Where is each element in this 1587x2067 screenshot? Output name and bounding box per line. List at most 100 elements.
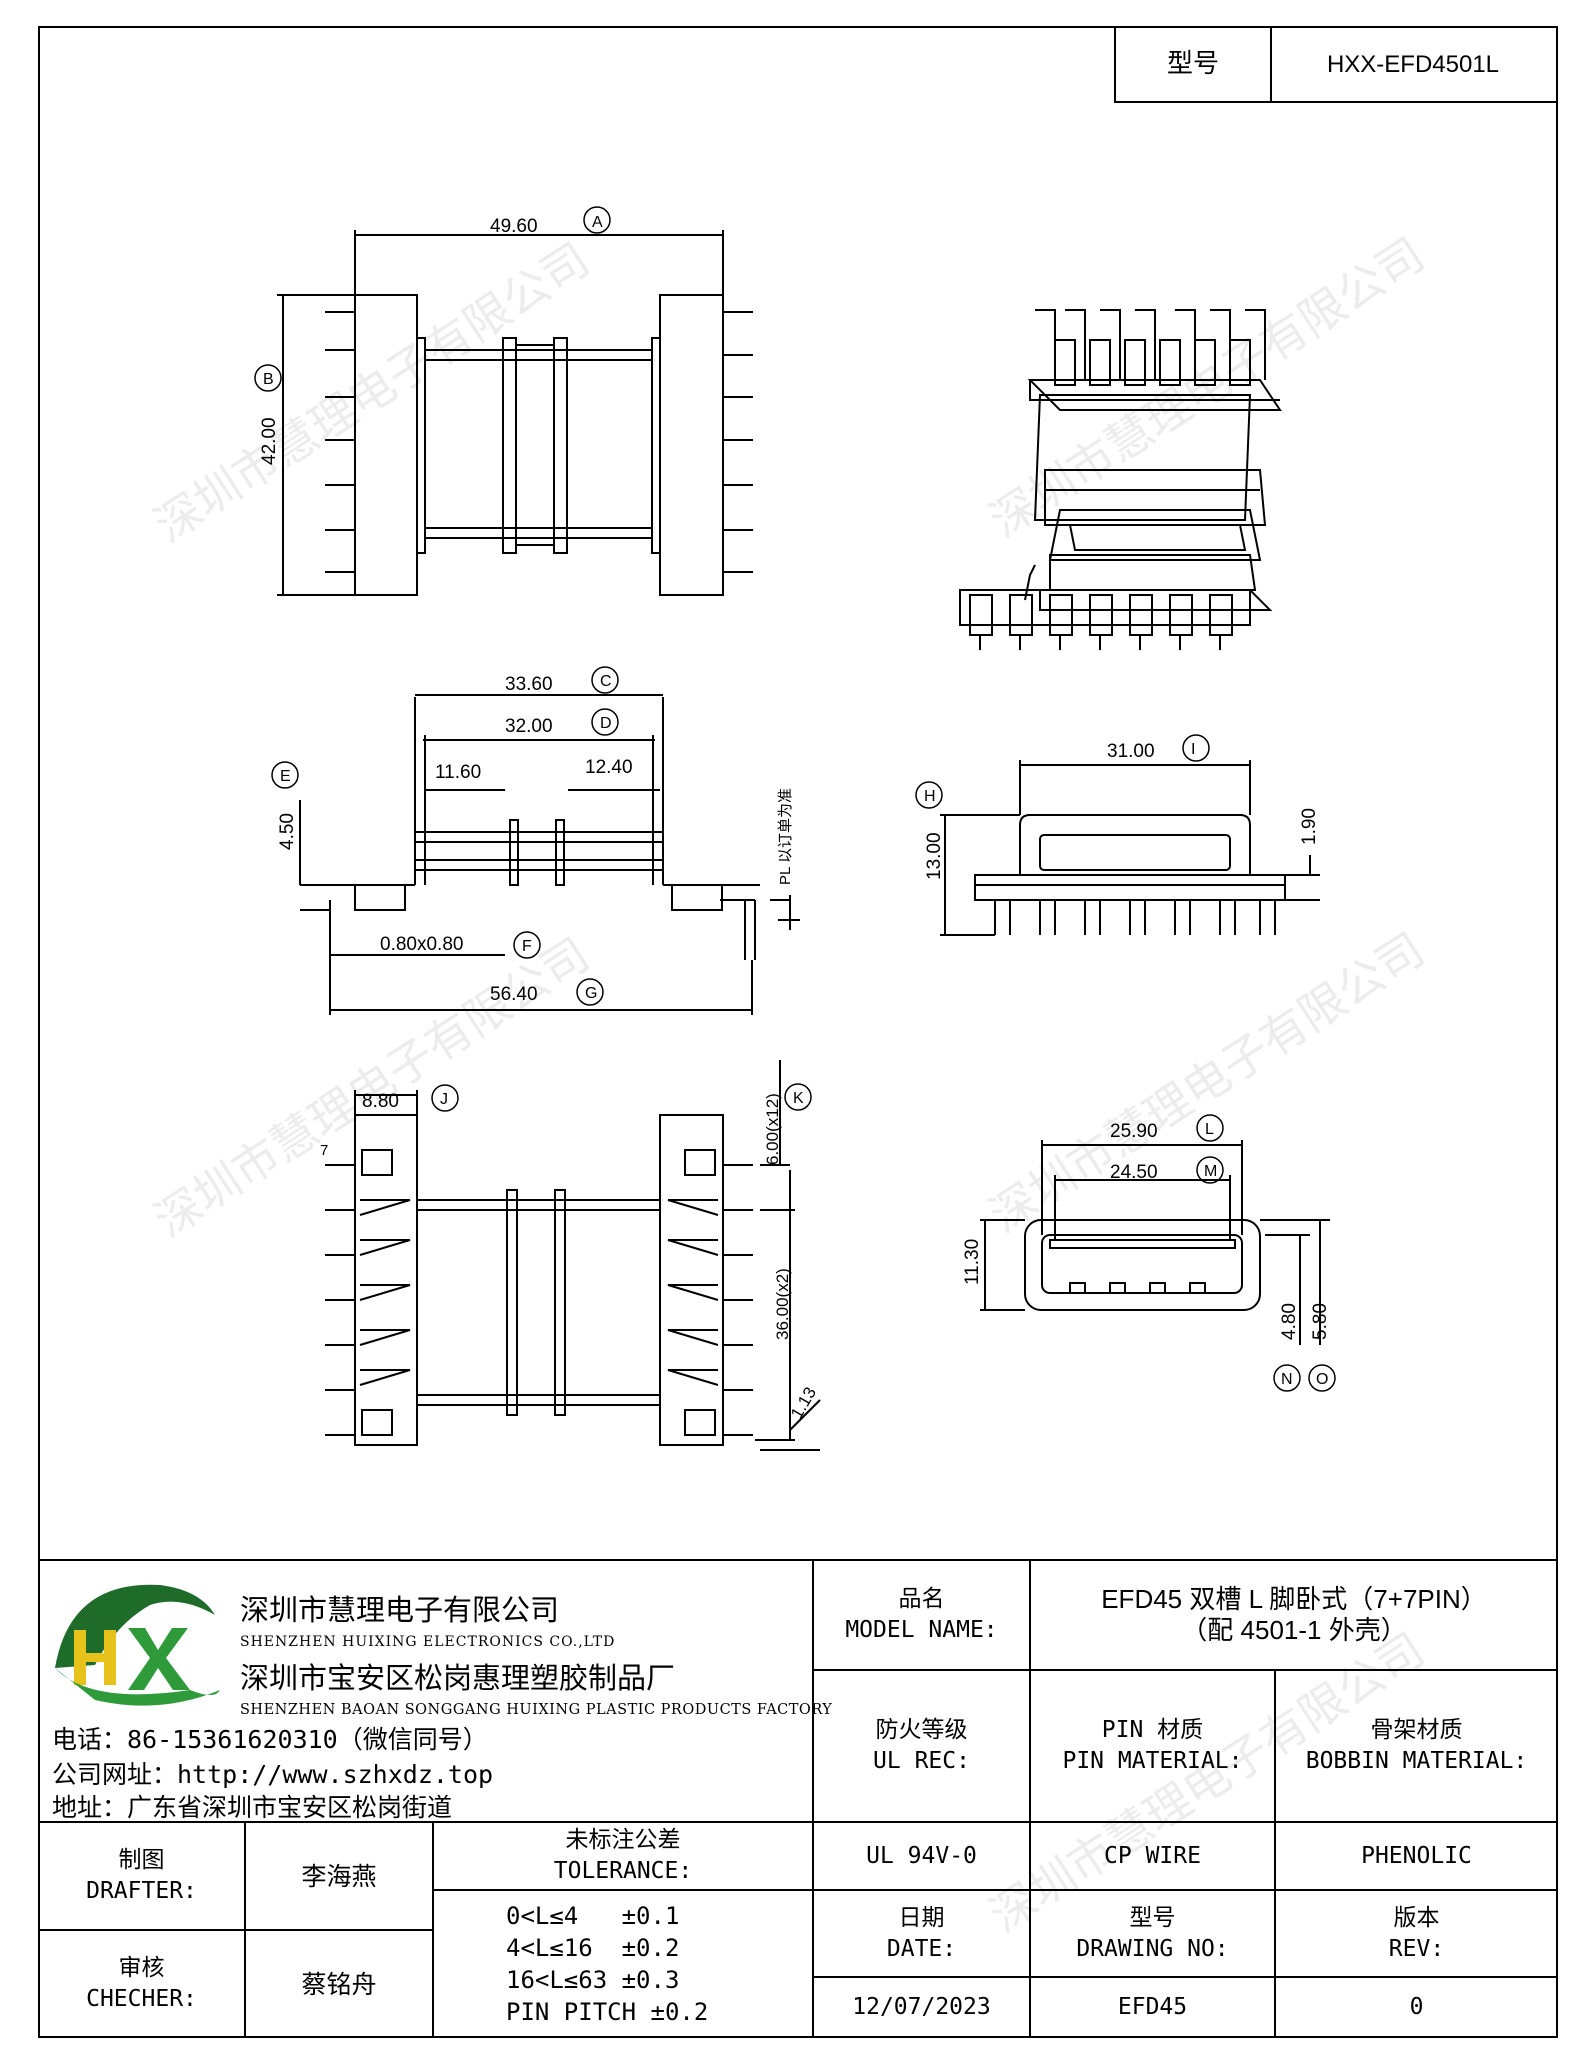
fire-rating-value-text: UL 94V-0 <box>866 1842 977 1869</box>
drawing-no-label-cn: 型号 <box>1129 1904 1176 1931</box>
bobbin-material-label-cn: 骨架材质 <box>1370 1717 1463 1743</box>
company-phone: 电话：86-15361620310（微信同号） <box>52 1725 488 1754</box>
drafter-value-text: 李海燕 <box>301 1861 377 1891</box>
marker-d: D <box>600 715 612 732</box>
dim-m-text: 24.50 <box>1110 1162 1158 1183</box>
tolerance-label-en: TOLERANCE: <box>553 1858 693 1884</box>
dimension-markers <box>254 206 1336 1392</box>
marker-n: N <box>1281 1371 1293 1388</box>
dim-w1-text: 11.60 <box>435 762 481 783</box>
top-view <box>277 230 753 596</box>
iso-top-pins <box>1029 309 1280 401</box>
model-value-text: HXX-EFD4501L <box>1326 51 1500 78</box>
marker-f: F <box>522 938 532 955</box>
date-label: 日期 DATE: <box>813 1890 1030 1977</box>
model-name-value: EFD45 双槽 L 脚卧式（7+7PIN） （配 4501-1 外壳） <box>1030 1560 1558 1670</box>
company-name-2: 深圳市宝安区松岗惠理塑胶制品厂 <box>240 1661 676 1695</box>
dim-j-text: 8.80 <box>362 1091 399 1112</box>
bobbin-material-label: 骨架材质 BOBBIN MATERIAL: <box>1275 1670 1558 1822</box>
tolerance-row: PIN PITCH ±0.2 <box>506 1998 709 2026</box>
tolerance-values: 0<L≤4 ±0.1 4<L≤16 ±0.2 16<L≤63 ±0.3 PIN … <box>433 1890 813 2038</box>
dim-h-text: 13.00 <box>924 832 945 880</box>
hatch-band <box>1049 1239 1236 1249</box>
company-name-1: 深圳市慧理电子有限公司 <box>240 1593 560 1627</box>
checker-label: 审核 CHECHER: <box>38 1930 245 2038</box>
drafter-label: 制图 DRAFTER: <box>38 1822 245 1930</box>
dim-b-text: 42.00 <box>259 417 280 465</box>
dim-o-text: 5.80 <box>1310 1303 1331 1340</box>
revision-value: 0 <box>1275 1977 1558 2038</box>
side-view <box>299 694 800 1015</box>
dim-h2-text: 11.30 <box>962 1239 983 1285</box>
fire-rating-label-cn: 防火等级 <box>875 1717 968 1743</box>
marker-b: B <box>263 371 274 388</box>
pin-material-value: CP WIRE <box>1030 1822 1275 1890</box>
dim-g-text: 56.40 <box>490 984 538 1005</box>
marker-h: H <box>924 788 936 805</box>
checker-label-cn: 审核 <box>118 1955 165 1981</box>
bobbin-material-value: PHENOLIC <box>1275 1822 1558 1890</box>
model-name-label: 品名 MODEL NAME: <box>813 1560 1030 1670</box>
company-name-1-en: SHENZHEN HUIXING ELECTRONICS CO.,LTD <box>240 1634 616 1650</box>
dim-pl-text: PL 以订单为准 <box>777 788 794 885</box>
date-label-cn: 日期 <box>898 1904 945 1931</box>
marker-m: M <box>1204 1163 1217 1180</box>
marker-e: E <box>280 768 291 785</box>
marker-c: C <box>600 673 612 690</box>
tolerance-row: 4<L≤16 ±0.2 <box>506 1934 680 1962</box>
tolerance-label-cn: 未标注公差 <box>565 1827 681 1853</box>
revision-value-text: 0 <box>1409 1994 1424 2020</box>
dim-k-text: 6.00(x12) <box>763 1093 782 1165</box>
pin-material-label: PIN 材质 PIN MATERIAL: <box>1030 1670 1275 1822</box>
dimension-texts: 49.60 A 42.00 B 33.60 C 32.00 D 4.50 E 1… <box>259 214 1331 1422</box>
dim-h1-text: 1.90 <box>1299 808 1320 845</box>
date-value: 12/07/2023 <box>813 1977 1030 2038</box>
model-name-value-line2: （配 4501-1 外壳） <box>1181 1615 1407 1645</box>
isometric-view <box>959 309 1282 650</box>
top-view-pins-right <box>723 311 753 573</box>
tolerance-label: 未标注公差 TOLERANCE: <box>433 1822 813 1890</box>
marker-g: G <box>585 985 597 1002</box>
marker-j: J <box>440 1091 448 1108</box>
dim-n-text: 4.80 <box>1279 1303 1300 1340</box>
marker-l: L <box>1205 1121 1214 1138</box>
model-label-text: 型号 <box>1166 49 1219 79</box>
dim-l-text: 25.90 <box>1110 1121 1158 1142</box>
front-view <box>940 760 1320 936</box>
pin-material-label-en: PIN MATERIAL: <box>1062 1748 1243 1774</box>
checker-value: 蔡铭舟 <box>245 1930 433 2038</box>
dim-k2-text: 36.00(x2) <box>773 1268 792 1340</box>
drawing-no-value: EFD45 <box>1030 1977 1275 2038</box>
revision-label-en: REV: <box>1388 1935 1445 1962</box>
tolerance-row: 16<L≤63 ±0.3 <box>506 1966 680 1994</box>
checker-value-text: 蔡铭舟 <box>301 1969 377 1999</box>
marker-a: A <box>592 214 603 231</box>
marker-i: I <box>1191 741 1195 758</box>
bottom-view <box>325 1060 821 1451</box>
dim-c-text: 33.60 <box>505 674 553 695</box>
dim-f-text: 0.80x0.80 <box>380 934 463 955</box>
marker-o: O <box>1316 1371 1328 1388</box>
drafter-value: 李海燕 <box>245 1822 433 1930</box>
company-address: 地址：广东省深圳市宝安区松岗街道 <box>52 1793 453 1822</box>
end-view <box>980 1140 1330 1345</box>
dim-k3-text: 1.13 <box>787 1384 820 1422</box>
drawing-no-label: 型号 DRAWING NO: <box>1030 1890 1275 1977</box>
company-name-2-en: SHENZHEN BAOAN SONGGANG HUIXING PLASTIC … <box>240 1702 833 1718</box>
bobbin-material-label-en: BOBBIN MATERIAL: <box>1305 1748 1528 1774</box>
drawing-no-label-en: DRAWING NO: <box>1076 1935 1229 1962</box>
pin-material-label-cn: PIN 材质 <box>1101 1717 1204 1743</box>
checker-label-en: CHECHER: <box>86 1986 197 2012</box>
dim-w2-text: 12.40 <box>585 757 633 778</box>
drawing-frame <box>38 26 1558 2038</box>
drafter-label-en: DRAFTER: <box>86 1878 197 1904</box>
title-block-grid <box>38 1559 1558 2038</box>
fire-rating-value: UL 94V-0 <box>813 1822 1030 1890</box>
marker-k: K <box>793 1090 804 1107</box>
model-name-value-line1: EFD45 双槽 L 脚卧式（7+7PIN） <box>1101 1584 1487 1614</box>
pin-seven-label: 7 <box>320 1142 328 1159</box>
pin-material-value-text: CP WIRE <box>1104 1842 1201 1869</box>
model-name-label-cn: 品名 <box>898 1586 945 1612</box>
drawing-no-value-text: EFD45 <box>1117 1994 1188 2020</box>
